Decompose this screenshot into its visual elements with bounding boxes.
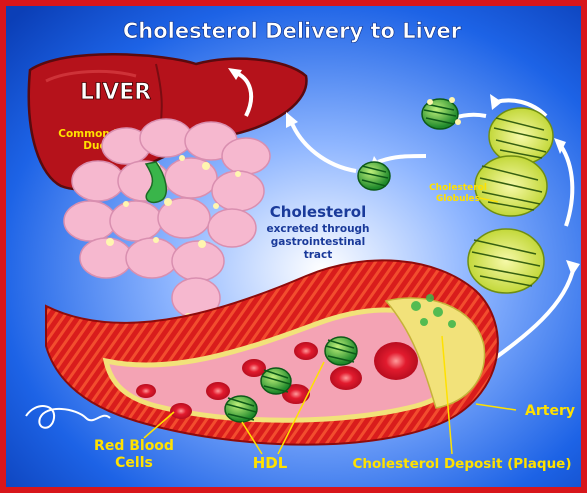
page-title: Cholesterol Delivery to Liver [123, 19, 462, 43]
excreted-line1: excreted through [266, 223, 369, 235]
artery-label: Artery [525, 403, 575, 419]
globules-label-line1: Cholesterol [429, 183, 487, 193]
globules-label-line2: Globules [436, 194, 480, 204]
liver-label: LIVER [80, 80, 151, 105]
excreted-line3: tract [304, 249, 333, 261]
excreted-line2: gastrointestinal [271, 236, 366, 248]
cholesterol-heading: Cholesterol [270, 203, 366, 221]
cholesterol-illustration: Cholesterol Delivery to Liver LIVER Comm… [6, 6, 581, 487]
rbc-label-line2: Cells [115, 455, 153, 471]
rbc-label-line1: Red Blood [94, 438, 174, 454]
plaque-label: Cholesterol Deposit (Plaque) [353, 456, 572, 472]
hdl-label: HDL [253, 454, 288, 472]
